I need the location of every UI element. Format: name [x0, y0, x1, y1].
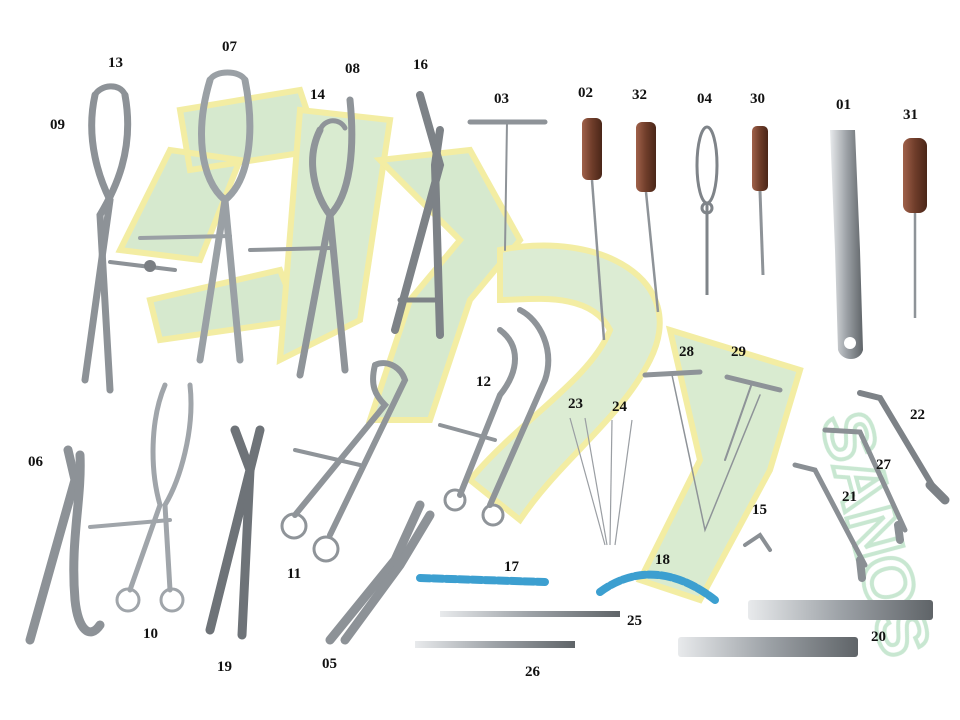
label-10: 10: [143, 626, 158, 642]
instrument-22: [857, 390, 950, 505]
label-22: 22: [910, 407, 925, 423]
label-19: 19: [217, 659, 232, 675]
label-20: 20: [871, 629, 886, 645]
instrument-17: [416, 574, 549, 586]
instrument-10: [88, 382, 194, 613]
label-15: 15: [752, 502, 767, 518]
instrument-11: [280, 360, 409, 563]
instrument-32: [636, 122, 660, 313]
label-11: 11: [287, 566, 302, 582]
instrument-14: [248, 96, 356, 379]
label-17: 17: [504, 559, 519, 575]
label-09: 09: [50, 117, 65, 133]
label-03: 03: [494, 91, 509, 107]
label-28: 28: [679, 344, 694, 360]
instrument-04: [695, 125, 719, 295]
label-30: 30: [750, 91, 765, 107]
instrument-28: [642, 369, 761, 533]
label-21: 21: [842, 489, 857, 505]
label-25: 25: [627, 613, 642, 629]
label-04: 04: [697, 91, 712, 107]
label-12: 12: [476, 374, 491, 390]
instrument-07: [138, 69, 254, 364]
instrument-26: [415, 641, 575, 648]
label-31: 31: [903, 107, 918, 123]
label-18: 18: [655, 552, 670, 568]
instrument-15: [743, 532, 772, 552]
label-01: 01: [836, 97, 851, 113]
instrument-03: [467, 119, 548, 251]
label-06: 06: [28, 454, 43, 470]
instrument-29: [724, 374, 783, 461]
label-23: 23: [568, 396, 583, 412]
instrument-16: [391, 91, 445, 339]
instrument-31: [903, 138, 927, 318]
instrument-25: [440, 611, 620, 617]
label-05: 05: [322, 656, 337, 672]
instrument-01: [830, 130, 863, 359]
label-26: 26: [525, 664, 540, 680]
instrument-02: [582, 118, 606, 341]
instrument-19: [205, 425, 265, 640]
label-14: 14: [310, 87, 325, 103]
instrument-23-24: [569, 417, 633, 546]
instrument-09: [81, 83, 177, 394]
label-24: 24: [612, 399, 627, 415]
instrument-05: [325, 500, 435, 645]
label-02: 02: [578, 85, 593, 101]
label-07: 07: [222, 39, 237, 55]
instrument-21: [792, 462, 868, 582]
instrument-20: [678, 600, 933, 657]
label-32: 32: [632, 87, 647, 103]
label-29: 29: [731, 344, 746, 360]
instrument-27: [822, 427, 908, 544]
instrument-06: [25, 445, 105, 645]
instrument-18: [596, 570, 719, 604]
label-27: 27: [876, 457, 891, 473]
svg-text:SANOS: SANOS: [806, 404, 946, 665]
label-08: 08: [345, 61, 360, 77]
label-16: 16: [413, 57, 428, 73]
instrument-30: [752, 126, 768, 276]
instrument-12: [438, 307, 552, 527]
label-13: 13: [108, 55, 123, 71]
